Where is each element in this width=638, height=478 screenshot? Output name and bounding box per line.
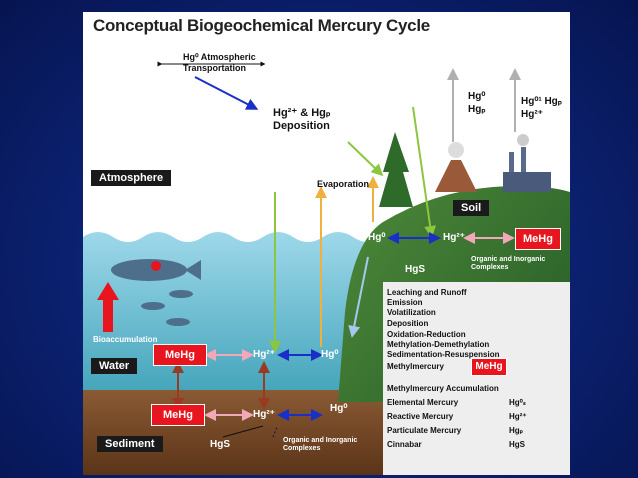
legend-deposition: Deposition: [387, 319, 429, 328]
legend-leaching: Leaching and Runoff: [387, 288, 467, 297]
atmosphere-label: Atmosphere: [91, 170, 172, 186]
water-hg2: Hg²⁺: [253, 349, 275, 360]
tree-icon: [379, 132, 413, 207]
legend-emission: Emission: [387, 298, 423, 307]
legend-volatilization: Volatilization: [387, 308, 436, 317]
legend-methylation: Methylation-Demethylation: [387, 340, 490, 349]
soil-label: Soil: [453, 200, 490, 216]
page-title: Conceptual Biogeochemical Mercury Cycle: [93, 16, 430, 35]
sediment-label: Sediment: [97, 436, 163, 452]
evaporation-label: Evaporation: [317, 179, 370, 189]
water-body: [83, 232, 383, 402]
legend-reactive: Reactive Mercury: [387, 412, 454, 421]
legend-oxidation-reduction: Oxidation-Reduction: [387, 330, 466, 339]
soil-mehg-box: MeHg: [515, 228, 561, 250]
water-label: Water: [91, 358, 138, 374]
bioaccumulation-arrow: [103, 298, 113, 332]
sediment-complexes: Organic and Inorganic Complexes: [283, 437, 358, 452]
soil-hg2: Hg²⁺: [443, 232, 465, 243]
legend-accumulation: Methylmercury Accumulation: [387, 384, 499, 393]
legend-methylmercury: Methylmercury: [387, 362, 444, 371]
legend-sedimentation: Sedimentation-Resuspension: [387, 350, 500, 359]
legend-elemental-symbol: Hg⁰ₛ: [509, 398, 526, 407]
soil-complexes: Organic and Inorganic Complexes: [471, 256, 546, 271]
legend-panel: Leaching and Runoff Emission Volatilizat…: [383, 282, 570, 475]
small-fish-icon: [141, 302, 165, 310]
legend-cinnabar-symbol: HgS: [509, 440, 525, 449]
legend-elemental: Elemental Mercury: [387, 398, 459, 407]
legend-mehg-box: MeHg: [471, 358, 507, 376]
sediment-hg0: Hg⁰: [330, 403, 348, 414]
factory-icon: [503, 172, 551, 192]
emission-species-right: Hg⁰¹ Hgₚ Hg²⁺: [521, 96, 563, 120]
sediment-hgs: HgS: [210, 439, 230, 450]
atmospheric-transport-label: Hg⁰ Atmospheric Transportation: [183, 52, 256, 73]
emission-species-left: Hg⁰ Hgₚ: [468, 91, 486, 115]
sediment-mehg-box: MeHg: [151, 404, 205, 426]
soil-hg0: Hg⁰: [368, 232, 386, 243]
water-hg0: Hg⁰: [321, 349, 339, 360]
legend-particulate: Particulate Mercury: [387, 426, 462, 435]
deposition-label: Hg²⁺ & Hgₚ Deposition: [273, 107, 331, 132]
bioaccumulation-label: Bioaccumulation: [93, 335, 158, 344]
soil-hgs: HgS: [405, 264, 425, 275]
legend-particulate-symbol: Hgₚ: [509, 426, 524, 435]
legend-cinnabar: Cinnabar: [387, 440, 422, 449]
sediment-layer: [83, 390, 383, 475]
large-fish-icon: [111, 259, 187, 281]
diagram-slide: Conceptual Biogeochemical Mercury Cycle …: [83, 12, 570, 475]
water-mehg-box: MeHg: [153, 344, 207, 366]
legend-reactive-symbol: Hg²⁺: [509, 412, 527, 421]
volcano-icon: [435, 160, 477, 192]
sediment-hg2: Hg²⁺: [253, 409, 275, 420]
